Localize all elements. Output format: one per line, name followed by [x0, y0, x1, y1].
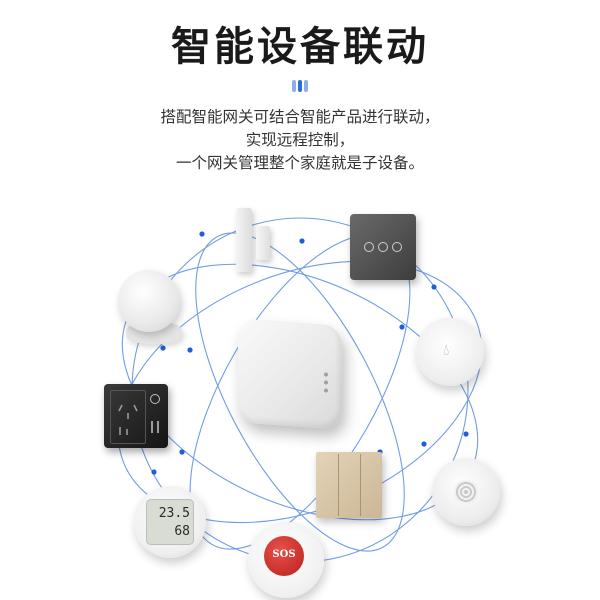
orbit-node — [299, 238, 305, 244]
wall-switch-icon — [316, 452, 382, 518]
temperature-reading: 23.5 — [158, 506, 190, 521]
thermometer-display: 23.5 68 — [146, 499, 194, 545]
hub-led-icon — [324, 388, 328, 393]
sos-button-icon: SOS — [248, 522, 324, 598]
description-line: 实现远程控制， — [245, 131, 355, 149]
touch-button-icon — [392, 242, 402, 252]
thermo-hygrometer-icon: 23.5 68 — [134, 486, 206, 558]
door-sensor-icon — [236, 208, 252, 272]
title-decoration — [288, 80, 312, 92]
sos-label: SOS — [272, 549, 296, 560]
motion-sensor-icon — [118, 270, 180, 332]
smart-socket-icon — [104, 384, 168, 448]
hub-led-icon — [324, 372, 328, 377]
description-line: 一个网关管理整个家庭就是子设备。 — [175, 154, 424, 172]
orbit-node — [179, 449, 185, 455]
orbit-node — [431, 284, 437, 290]
description-line: 搭配智能网关可结合智能产品进行联动， — [160, 108, 440, 126]
orbit-node — [151, 469, 157, 475]
touch-button-icon — [364, 242, 374, 252]
orbit-node — [463, 431, 469, 437]
orbit-ring — [195, 232, 405, 552]
page-title: 智能设备联动 — [171, 24, 429, 70]
smoke-grill-icon — [454, 480, 478, 504]
orbit-node — [187, 347, 193, 353]
touch-button-icon — [378, 242, 388, 252]
gateway-hub-icon — [238, 318, 342, 430]
touch-switch-icon — [350, 214, 416, 280]
door-sensor-magnet-icon — [256, 226, 270, 260]
socket-touch-icon — [150, 394, 160, 404]
orbit-node — [399, 324, 405, 330]
humidity-reading: 68 — [174, 524, 190, 539]
orbit-node — [199, 231, 205, 237]
smoke-detector-icon — [432, 458, 500, 526]
description: 搭配智能网关可结合智能产品进行联动， 实现远程控制， 一个网关管理整个家庭就是子… — [0, 106, 600, 175]
orbit-node — [160, 345, 166, 351]
orbit-node — [421, 441, 427, 447]
hub-led-icon — [324, 380, 328, 385]
water-drop-icon: 💧︎ — [443, 340, 450, 359]
water-leak-sensor-icon: 💧︎ — [416, 318, 484, 386]
socket-outlet-icon — [110, 390, 146, 444]
